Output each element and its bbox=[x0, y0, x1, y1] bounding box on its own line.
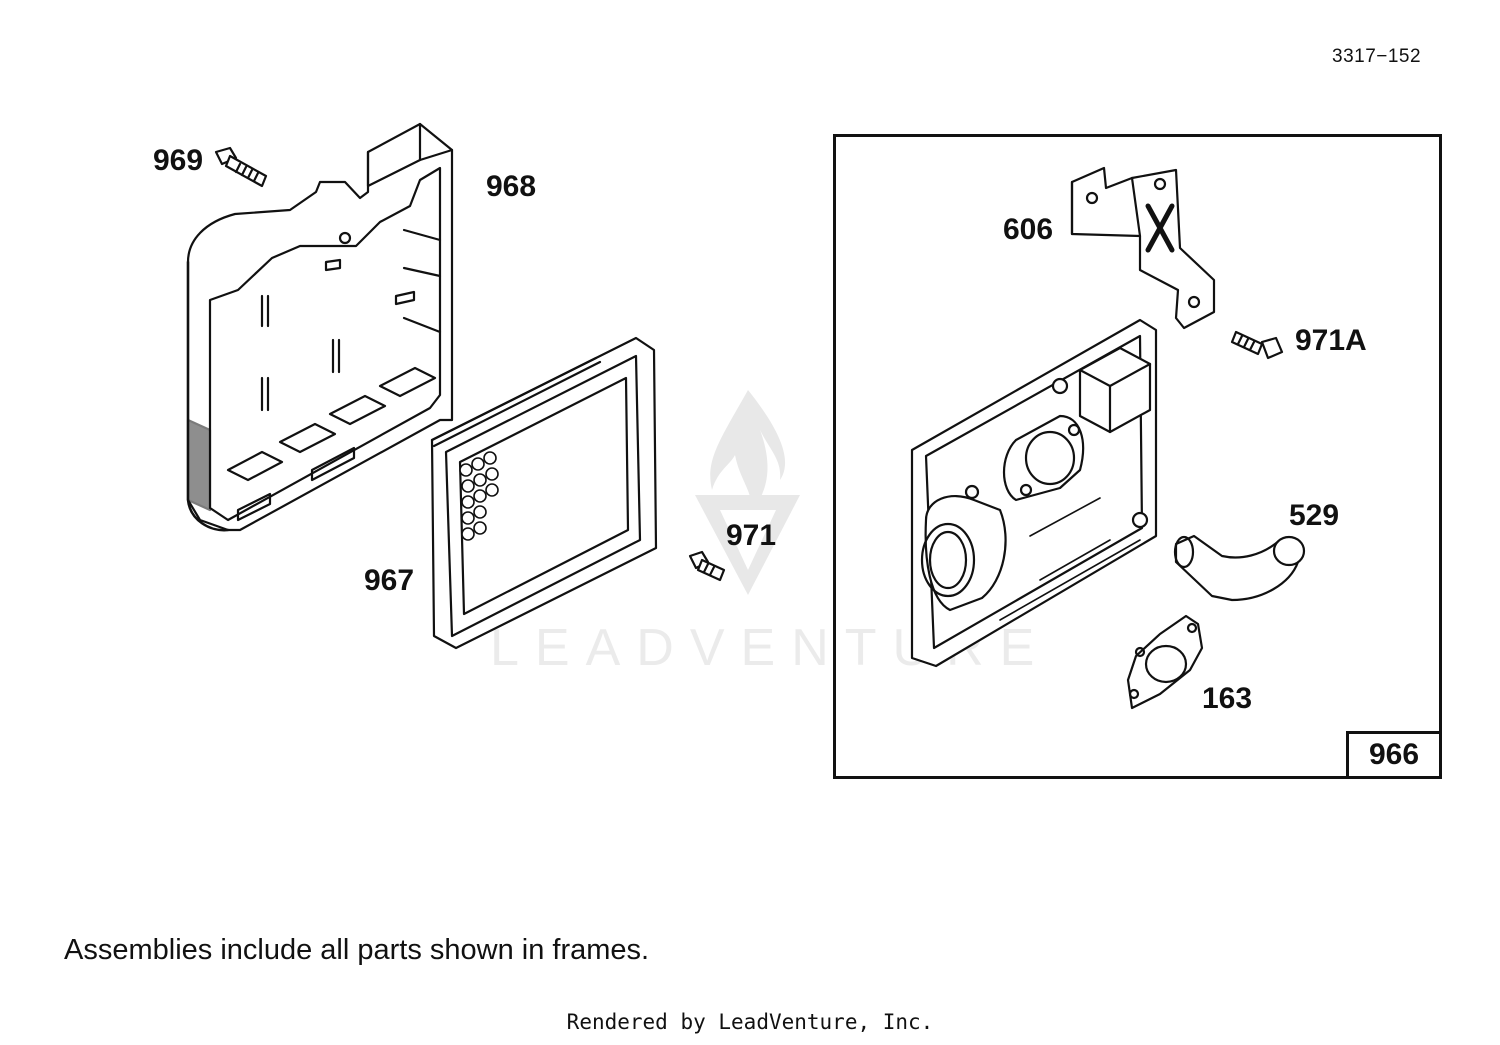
screw-969-icon[interactable] bbox=[214, 146, 268, 188]
part-label-969[interactable]: 969 bbox=[153, 144, 204, 177]
part-label-606[interactable]: 606 bbox=[1003, 213, 1054, 246]
part-label-529[interactable]: 529 bbox=[1289, 499, 1340, 532]
part-label-968[interactable]: 968 bbox=[486, 170, 537, 203]
render-credit: Rendered by LeadVenture, Inc. bbox=[566, 1010, 934, 1034]
assembly-note: Assemblies include all parts shown in fr… bbox=[64, 934, 650, 966]
part-label-971[interactable]: 971 bbox=[726, 519, 777, 552]
screw-971a-icon[interactable] bbox=[1230, 330, 1284, 360]
assembly-number-label[interactable]: 966 bbox=[1346, 731, 1442, 779]
gasket-163-icon[interactable] bbox=[1126, 614, 1204, 710]
air-filter-967-icon[interactable] bbox=[430, 336, 658, 650]
diagram-code: 3317−152 bbox=[1332, 46, 1422, 67]
part-label-163[interactable]: 163 bbox=[1202, 682, 1253, 715]
part-label-967[interactable]: 967 bbox=[364, 564, 415, 597]
base-plate-icon[interactable] bbox=[910, 318, 1158, 668]
bracket-606-icon[interactable] bbox=[1070, 166, 1216, 330]
elbow-tube-529-icon[interactable] bbox=[1173, 534, 1306, 602]
screw-971-icon[interactable] bbox=[688, 550, 726, 582]
assembly-frame: 966 bbox=[833, 134, 1442, 779]
part-label-971a[interactable]: 971A bbox=[1295, 324, 1367, 357]
air-cleaner-base-968-icon[interactable] bbox=[186, 122, 454, 532]
